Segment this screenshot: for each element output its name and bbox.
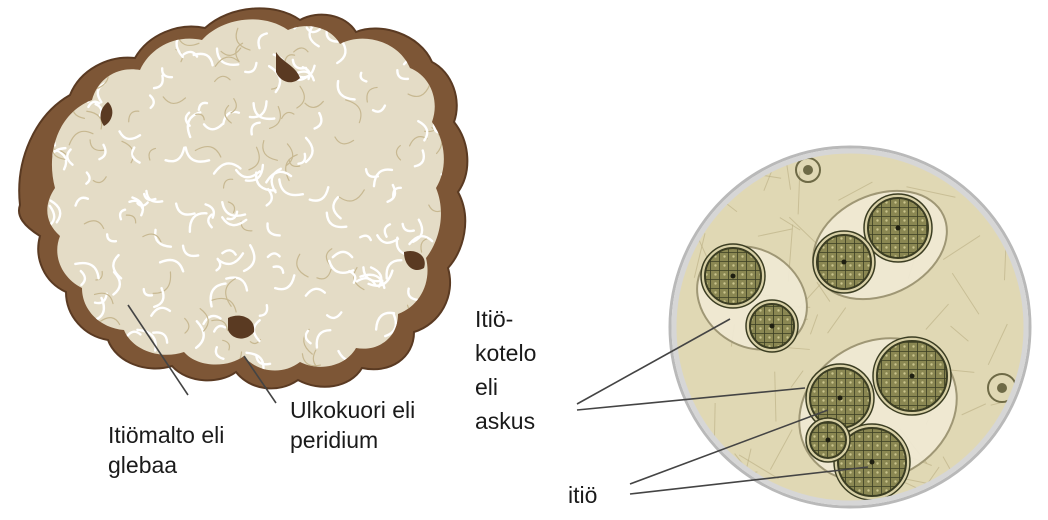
texture-fiber [973, 161, 988, 175]
texture-fiber [990, 474, 1033, 478]
texture-fiber [664, 420, 698, 456]
ascus-label-line: kotelo [475, 336, 536, 370]
texture-fiber [994, 465, 999, 492]
texture-fiber [980, 473, 1001, 494]
gleba-vein [114, 362, 123, 388]
microscope-view [660, 140, 1040, 515]
gleba-vein [36, 357, 46, 367]
spore [746, 300, 798, 352]
spore [864, 194, 932, 262]
gleba-vein [112, 38, 121, 44]
gleba-vein [432, 369, 436, 380]
peridium-label-line: peridium [290, 425, 415, 455]
gleba-vein [49, 57, 59, 79]
ascus-label-line: askus [475, 404, 536, 438]
gleba-label: Itiömalto eli glebaa [108, 420, 224, 480]
gleba-vein [98, 4, 105, 30]
peridium-label: Ulkokuori eli peridium [290, 395, 415, 455]
texture-fiber [675, 205, 690, 222]
spore [813, 231, 875, 293]
gleba-vein [163, 375, 173, 378]
spore [701, 244, 765, 308]
ascus-label-line: Itiö- [475, 302, 536, 336]
ascus-label: Itiö- kotelo eli askus [475, 302, 536, 438]
gleba-vein [417, 26, 425, 40]
gleba-vein [100, 368, 113, 375]
truffle-cross-section [19, 3, 470, 390]
spore-label: itiö [568, 480, 597, 510]
ascus-label-line: eli [475, 370, 536, 404]
gleba-label-line: Itiömalto eli [108, 420, 224, 450]
spore [806, 418, 850, 462]
gleba-vein [437, 27, 455, 40]
spore [873, 337, 951, 415]
texture-fiber [675, 477, 703, 515]
gleba-vein [112, 3, 128, 26]
texture-fiber [681, 187, 722, 191]
gleba-vein [434, 44, 440, 54]
gleba-vein [74, 63, 80, 73]
gleba-label-line: glebaa [108, 450, 224, 480]
gleba-vein [76, 333, 86, 339]
gleba-vein [429, 338, 434, 351]
texture-fiber [990, 467, 1038, 502]
gleba-vein [115, 32, 140, 45]
peridium-label-line: Ulkokuori eli [290, 395, 415, 425]
